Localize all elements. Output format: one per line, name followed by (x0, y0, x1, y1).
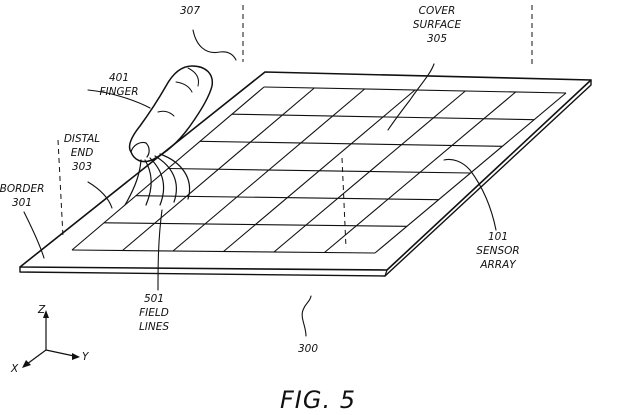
sensor-array-label-line2: ARRAY (479, 259, 517, 271)
plate-corner-edge (384, 269, 388, 277)
grid-row-line (135, 195, 439, 201)
sensor-array-label-line1: SENSOR (476, 245, 519, 257)
grid-row-line (263, 86, 567, 94)
field-lines-label-line1: FIELD (139, 307, 169, 319)
axis-y-label: Y (82, 351, 90, 363)
distal-end-label-line2: END (71, 147, 94, 159)
field-lines (124, 153, 191, 206)
grid-row-line (199, 140, 503, 147)
grid-row-line (71, 249, 376, 254)
leader-lines (23, 29, 497, 337)
cover-surface-label-line1: COVER (419, 5, 456, 17)
cover-surface-label-line2: SURFACE (413, 19, 462, 31)
figure-caption: FIG. 5 (280, 386, 356, 414)
finger-number-label: 401 (109, 72, 129, 84)
cover-surface-number-label: 305 (427, 33, 447, 45)
projection-lines (57, 5, 533, 249)
sensor-array-number-label: 101 (488, 231, 508, 243)
axis-z-label: Z (37, 304, 46, 316)
field-lines-label-line2: LINES (139, 321, 169, 333)
field-lines-number-label: 501 (144, 293, 164, 305)
grid-row-line (103, 222, 407, 227)
grid-row-line (167, 167, 471, 174)
distal-end-number-label: 303 (72, 161, 92, 173)
ref-300-label: 300 (298, 343, 318, 355)
grid-row-line (231, 113, 535, 121)
ref-307-label: 307 (180, 5, 200, 17)
finger-drawing (128, 65, 214, 163)
distal-end-label-line1: DISTAL (64, 133, 100, 145)
axis-triad (22, 310, 80, 368)
finger-label: FINGER (99, 86, 138, 98)
axis-x-label: X (10, 363, 19, 375)
border-number-label: 301 (12, 197, 32, 209)
border-label: BORDER (0, 183, 44, 195)
sensor-array-grid (71, 86, 567, 254)
